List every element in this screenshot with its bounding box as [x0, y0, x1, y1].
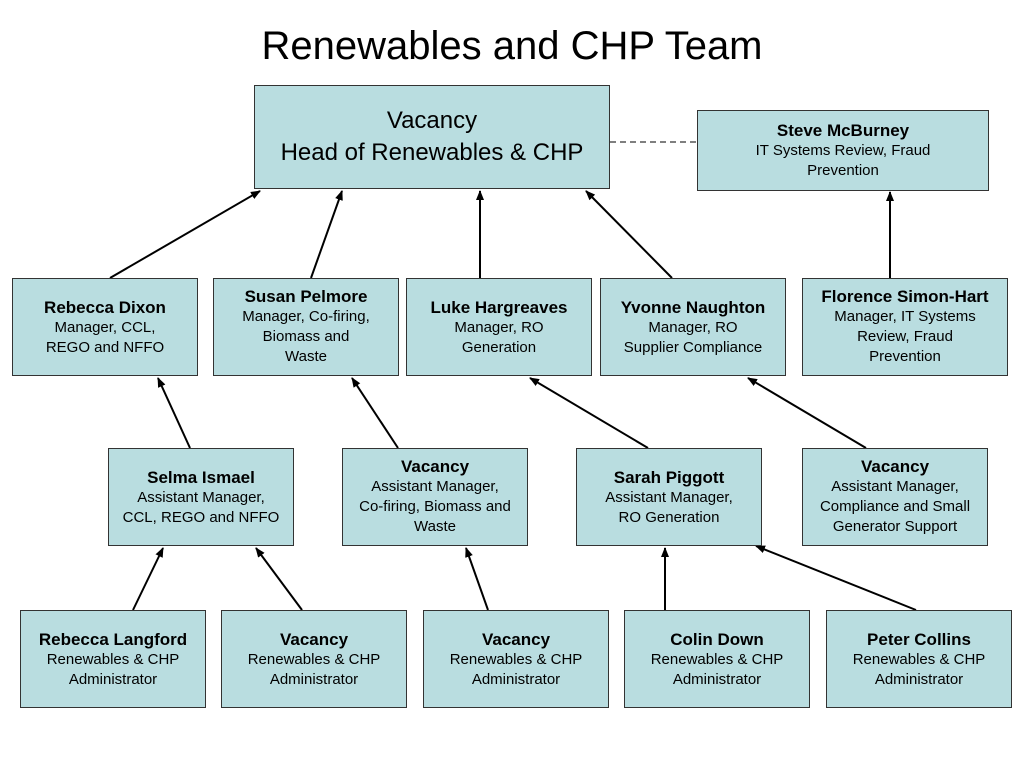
- node-name: Selma Ismael: [147, 467, 255, 487]
- node-name: Yvonne Naughton: [620, 297, 766, 317]
- node-role: Prevention: [869, 348, 941, 365]
- node-rebecca-dixon: Rebecca Dixon Manager, CCL, REGO and NFF…: [12, 278, 198, 376]
- node-role: Administrator: [269, 670, 359, 688]
- node-vacancy-admin-1: Vacancy Renewables & CHP Administrator: [221, 610, 407, 708]
- node-role: Waste: [414, 518, 456, 535]
- node-name: Vacancy: [279, 629, 349, 649]
- link-rebecca-langford-to-selma: [132, 547, 164, 611]
- link-vacancy-admin-2-to-vacancy-cofiring: [465, 547, 489, 611]
- link-susan-to-head: [310, 190, 343, 279]
- link-rebecca-dixon-to-head: [109, 190, 261, 279]
- node-role: REGO and NFFO: [45, 338, 165, 356]
- node-susan: Susan Pelmore Manager, Co-firing, Biomas…: [213, 278, 399, 376]
- node-name: Florence Simon-Hart: [821, 287, 989, 306]
- node-role: Prevention: [807, 162, 879, 179]
- node-role: Assistant Manager,: [605, 488, 733, 506]
- node-name: Vacancy: [860, 457, 930, 476]
- node-role: Administrator: [874, 670, 964, 688]
- node-colin: Colin Down Renewables & CHP Administrato…: [624, 610, 810, 708]
- node-role: Renewables & CHP: [852, 650, 986, 668]
- node-role: Manager, RO: [648, 318, 738, 336]
- link-yvonne-to-head: [585, 190, 673, 279]
- node-name: Vacancy: [400, 457, 470, 476]
- node-vacancy-admin-2: Vacancy Renewables & CHP Administrator: [423, 610, 609, 708]
- node-vacancy-cofiring: Vacancy Assistant Manager, Co-firing, Bi…: [342, 448, 528, 546]
- node-role: Waste: [285, 348, 327, 365]
- node-role: Manager, RO: [454, 318, 544, 336]
- node-luke: Luke Hargreaves Manager, RO Generation: [406, 278, 592, 376]
- node-name: Peter Collins: [867, 629, 971, 649]
- node-name: Vacancy: [386, 107, 478, 134]
- link-vacancy-compliance-to-yvonne: [747, 377, 867, 449]
- node-name: Sarah Piggott: [613, 467, 725, 487]
- link-selma-to-rebecca-dixon: [157, 377, 191, 449]
- node-vacancy-compliance: Vacancy Assistant Manager, Compliance an…: [802, 448, 988, 546]
- node-role: Manager, CCL,: [54, 318, 156, 336]
- node-role: Co-firing, Biomass and: [359, 498, 511, 515]
- link-sarah-to-luke: [529, 377, 649, 449]
- node-role: Administrator: [68, 670, 158, 688]
- node-role: Assistant Manager,: [137, 488, 265, 506]
- node-role: Supplier Compliance: [623, 338, 763, 356]
- node-role: Head of Renewables & CHP: [280, 139, 584, 166]
- node-role: Administrator: [672, 670, 762, 688]
- node-role: CCL, REGO and NFFO: [122, 508, 280, 526]
- node-role: Biomass and: [262, 328, 350, 345]
- link-vacancy-admin-1-to-selma: [255, 547, 303, 611]
- node-rebecca-langford: Rebecca Langford Renewables & CHP Admini…: [20, 610, 206, 708]
- node-name: Steve McBurney: [776, 121, 910, 140]
- node-peter: Peter Collins Renewables & CHP Administr…: [826, 610, 1012, 708]
- node-role: Renewables & CHP: [449, 650, 583, 668]
- node-name: Luke Hargreaves: [430, 297, 568, 317]
- node-role: Manager, Co-firing,: [242, 308, 370, 325]
- node-role: Manager, IT Systems: [834, 308, 976, 325]
- node-role: Generator Support: [832, 518, 958, 535]
- node-yvonne: Yvonne Naughton Manager, RO Supplier Com…: [600, 278, 786, 376]
- node-florence: Florence Simon-Hart Manager, IT Systems …: [802, 278, 1008, 376]
- link-peter-to-sarah: [755, 545, 917, 611]
- node-role: Administrator: [471, 670, 561, 688]
- node-steve: Steve McBurney IT Systems Review, Fraud …: [697, 110, 989, 191]
- node-role: RO Generation: [618, 508, 720, 526]
- node-role: Renewables & CHP: [650, 650, 784, 668]
- node-role: Assistant Manager,: [371, 478, 499, 495]
- node-role: Renewables & CHP: [46, 650, 180, 668]
- node-role: Compliance and Small: [819, 498, 971, 515]
- node-name: Vacancy: [481, 629, 551, 649]
- node-role: Generation: [461, 338, 537, 356]
- chart-title: Renewables and CHP Team: [261, 24, 763, 68]
- node-name: Rebecca Dixon: [44, 297, 166, 317]
- node-role: Assistant Manager,: [831, 478, 959, 495]
- node-role: Review, Fraud: [857, 328, 953, 345]
- link-vacancy-cofiring-to-susan: [351, 377, 399, 449]
- node-head: Vacancy Head of Renewables & CHP: [254, 85, 610, 189]
- node-sarah: Sarah Piggott Assistant Manager, RO Gene…: [576, 448, 762, 546]
- node-name: Colin Down: [670, 629, 764, 649]
- node-role: Renewables & CHP: [247, 650, 381, 668]
- node-role: IT Systems Review, Fraud: [755, 142, 931, 159]
- node-selma: Selma Ismael Assistant Manager, CCL, REG…: [108, 448, 294, 546]
- node-name: Rebecca Langford: [38, 629, 188, 649]
- node-name: Susan Pelmore: [244, 287, 368, 306]
